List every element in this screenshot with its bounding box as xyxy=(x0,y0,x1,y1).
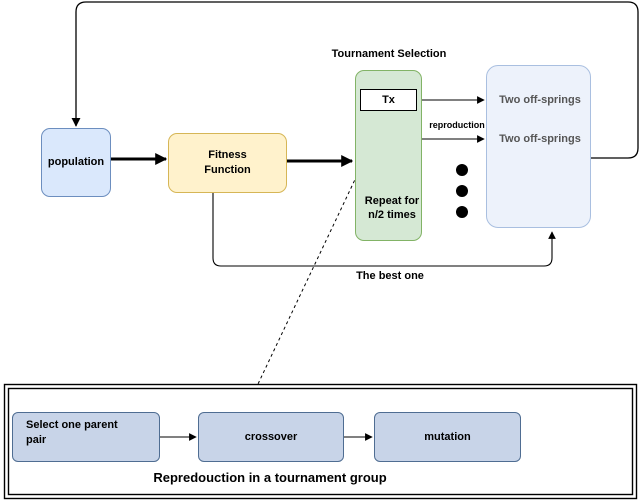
step-select-parent-pair-label: Select one parent pair xyxy=(26,419,118,446)
repeat-label: Repeat for n/2 times xyxy=(364,195,420,221)
tournament-selection-title: Tournament Selection xyxy=(331,48,447,60)
tx-node: Tx xyxy=(360,89,417,111)
subprocess-title: Repredouction in a tournament group xyxy=(153,470,387,485)
step-crossover: crossover xyxy=(198,412,344,462)
population-label: population xyxy=(47,156,105,169)
best-one-label: The best one xyxy=(356,270,424,282)
ellipsis-dot xyxy=(456,206,468,218)
offspring-label-1: Two off-springs xyxy=(499,94,581,106)
ellipsis-dot xyxy=(456,164,468,176)
offspring-group xyxy=(486,65,591,228)
best-one-arrow xyxy=(212,193,556,267)
step-mutation-label: mutation xyxy=(424,430,471,443)
offspring-label-2: Two off-springs xyxy=(499,133,581,145)
population-node: population xyxy=(41,128,111,197)
tx-label: Tx xyxy=(382,93,395,106)
ellipsis-dot xyxy=(456,185,468,197)
step-mutation: mutation xyxy=(374,412,521,462)
subprocess-inner-frame xyxy=(7,387,634,496)
step-select-parent-pair: Select one parent pair xyxy=(12,412,160,462)
reproduction-label: reproduction xyxy=(429,120,485,130)
fitness-function-node: Fitness Function xyxy=(168,133,287,193)
feedback-arrow xyxy=(71,1,639,159)
subprocess-outer-frame xyxy=(3,383,638,500)
step-crossover-label: crossover xyxy=(244,430,298,443)
fitness-function-label: Fitness Function xyxy=(204,149,251,176)
